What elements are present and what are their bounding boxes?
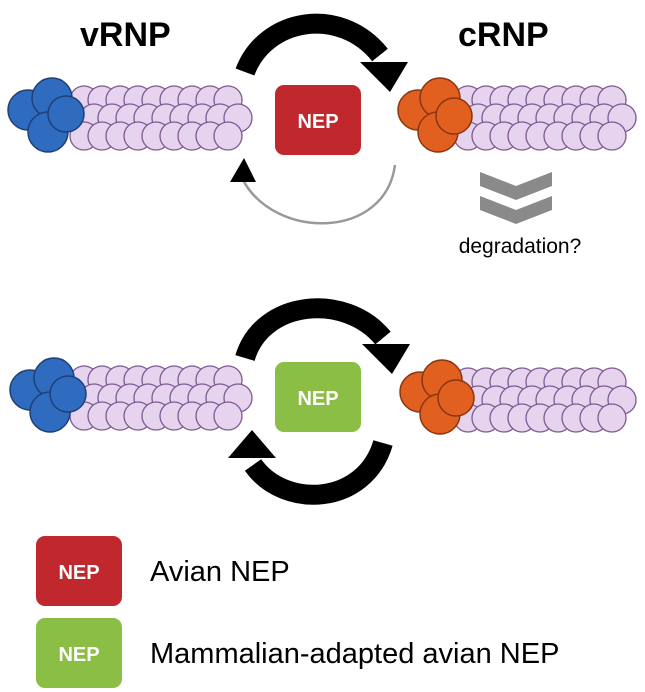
- crnp-polymerase: [397, 77, 473, 153]
- legend-swatch-avian-label: NEP: [58, 562, 99, 584]
- crnp-header: cRNP: [458, 16, 549, 54]
- nucleoprotein-chain: [69, 85, 253, 151]
- vrnp-header: vRNP: [80, 16, 171, 54]
- degradation-chevron-icon: [480, 172, 552, 224]
- nucleoprotein-chain: [453, 367, 637, 433]
- return-arrow-bottom: [244, 439, 393, 505]
- nep-box-bottom-label: NEP: [297, 388, 338, 410]
- vrnp-polymerase: [7, 77, 85, 153]
- crnp-complex-top: [397, 77, 637, 153]
- vrnp-complex-top: [7, 77, 253, 153]
- crnp-polymerase: [399, 359, 475, 435]
- legend-swatch-mammalian-label: NEP: [58, 644, 99, 666]
- degradation-label: degradation?: [459, 235, 582, 258]
- return-arrowhead-bottom: [228, 430, 276, 458]
- legend-item-avian: NEP Avian NEP: [36, 536, 290, 606]
- return-arrow-top: [241, 164, 397, 225]
- forward-arrow-bottom: [235, 298, 391, 362]
- return-arrowhead-top: [230, 158, 256, 182]
- legend-swatch-mammalian: [36, 618, 122, 688]
- nep-box-bottom: [275, 362, 361, 432]
- vrnp-complex-bottom: [9, 357, 253, 433]
- legend-text-avian: Avian NEP: [150, 556, 290, 588]
- crnp-complex-bottom: [399, 359, 637, 435]
- vrnp-polymerase: [9, 357, 87, 433]
- legend-swatch-avian: [36, 536, 122, 606]
- legend: NEP Avian NEP NEP Mammalian-adapted avia…: [36, 536, 559, 688]
- nep-box-top: [275, 85, 361, 155]
- forward-arrowhead-top: [360, 62, 408, 92]
- nucleoprotein-chain: [69, 365, 253, 431]
- nep-box-top-label: NEP: [297, 111, 338, 133]
- forward-arrowhead-bottom: [362, 344, 410, 374]
- legend-text-mammalian: Mammalian-adapted avian NEP: [150, 638, 559, 670]
- forward-arrow-top: [235, 13, 388, 77]
- nucleoprotein-chain: [453, 85, 637, 151]
- legend-item-mammalian: NEP Mammalian-adapted avian NEP: [36, 618, 559, 688]
